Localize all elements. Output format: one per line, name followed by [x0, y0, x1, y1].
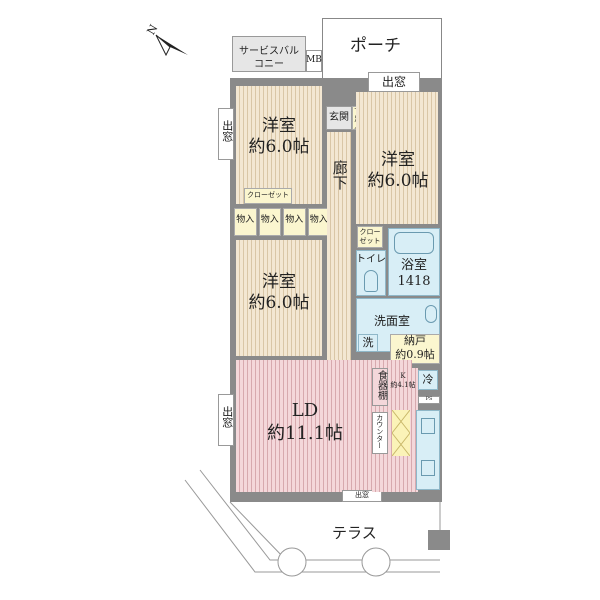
overhead-cabinet	[391, 409, 411, 457]
room-size: 約4.1帖	[390, 380, 416, 389]
bay-window-top-label: 出窓	[381, 75, 406, 89]
bay-window-left-2	[218, 394, 234, 446]
storage-2: 物入	[258, 208, 281, 236]
ps-label: PS	[425, 396, 433, 402]
bedroom-2	[356, 92, 438, 224]
room-size: 約6.0帖	[248, 293, 310, 314]
compass: N	[144, 22, 198, 65]
room-name: 納戸	[404, 334, 426, 347]
cupboard	[372, 368, 388, 406]
bathtub-icon	[394, 232, 434, 254]
bay-window-bottom-label: 出窓	[355, 491, 369, 499]
washer-label: 洗	[362, 336, 374, 349]
tree-icon	[361, 547, 391, 577]
room-name: 浴室	[400, 258, 427, 273]
room-name: 洋室	[381, 150, 415, 170]
bay-window-left-2-label: 出窓	[220, 406, 234, 428]
bedroom-1-label: 洋室約6.0帖	[244, 116, 314, 159]
north-arrow-icon	[155, 34, 188, 57]
room-size: 約6.0帖	[248, 137, 310, 158]
bedroom-1	[236, 86, 322, 204]
sink-icon	[425, 305, 437, 323]
counter-label: カウンター	[375, 414, 384, 449]
bay-window-left-1	[218, 108, 234, 160]
room-name: 洋室	[262, 272, 296, 292]
cupboard-label: 食器棚	[375, 370, 387, 400]
terrace-label: テラス	[332, 524, 377, 542]
toilet-label: トイレ	[356, 254, 386, 265]
fridge-label: 冷	[422, 373, 434, 386]
room-name: 洋室	[262, 116, 296, 136]
bay-window-bottom	[342, 490, 382, 502]
room-name: LD	[291, 400, 319, 421]
pillar	[428, 530, 450, 550]
closet-1	[244, 188, 292, 204]
storage-1: 物入	[234, 208, 257, 236]
counter	[372, 412, 388, 454]
fridge	[418, 370, 438, 390]
corridor-label: 廊下	[330, 160, 349, 190]
bedroom-3-label: 洋室約6.0帖	[244, 272, 314, 315]
toilet-icon	[364, 270, 378, 292]
porch-label: ポーチ	[350, 36, 401, 56]
storeroom	[390, 334, 440, 364]
porch	[322, 18, 442, 78]
storage-3: 物入	[283, 208, 306, 236]
stove-icon	[421, 460, 435, 476]
entrance	[326, 106, 352, 130]
bedroom-2-label: 洋室約6.0帖	[362, 150, 434, 193]
bedroom-3	[236, 240, 322, 356]
service-balcony	[232, 36, 306, 72]
ps	[418, 396, 440, 404]
room-name: K	[400, 372, 406, 380]
closet-1-label: クローゼット	[247, 191, 289, 199]
bay-window-left-1-label: 出窓	[220, 120, 234, 142]
closet-2-label: クローゼット	[359, 228, 381, 245]
storage-row: 物入 物入 物入 物入	[234, 208, 330, 236]
mb	[306, 50, 322, 72]
storeroom-label: 納戸約0.9帖	[390, 334, 440, 362]
room-size: 約0.9帖	[395, 347, 435, 361]
kitchen-counter	[416, 410, 440, 490]
bathroom	[388, 228, 440, 296]
entrance-label: 玄関	[329, 112, 349, 123]
closet-2	[357, 226, 383, 248]
washroom-label: 洗面室	[374, 314, 411, 328]
room-size: 約6.0帖	[367, 171, 429, 192]
washer	[358, 334, 378, 352]
service-balcony-label: サービスバルコニー	[239, 46, 299, 70]
sink-icon	[421, 418, 435, 434]
bay-window-top	[368, 72, 420, 92]
tree-icon	[277, 547, 307, 577]
corridor	[327, 132, 351, 360]
mb-label: MB	[306, 55, 322, 65]
room-size: 約11.1帖	[266, 422, 344, 444]
room-size: 1418	[397, 274, 431, 290]
